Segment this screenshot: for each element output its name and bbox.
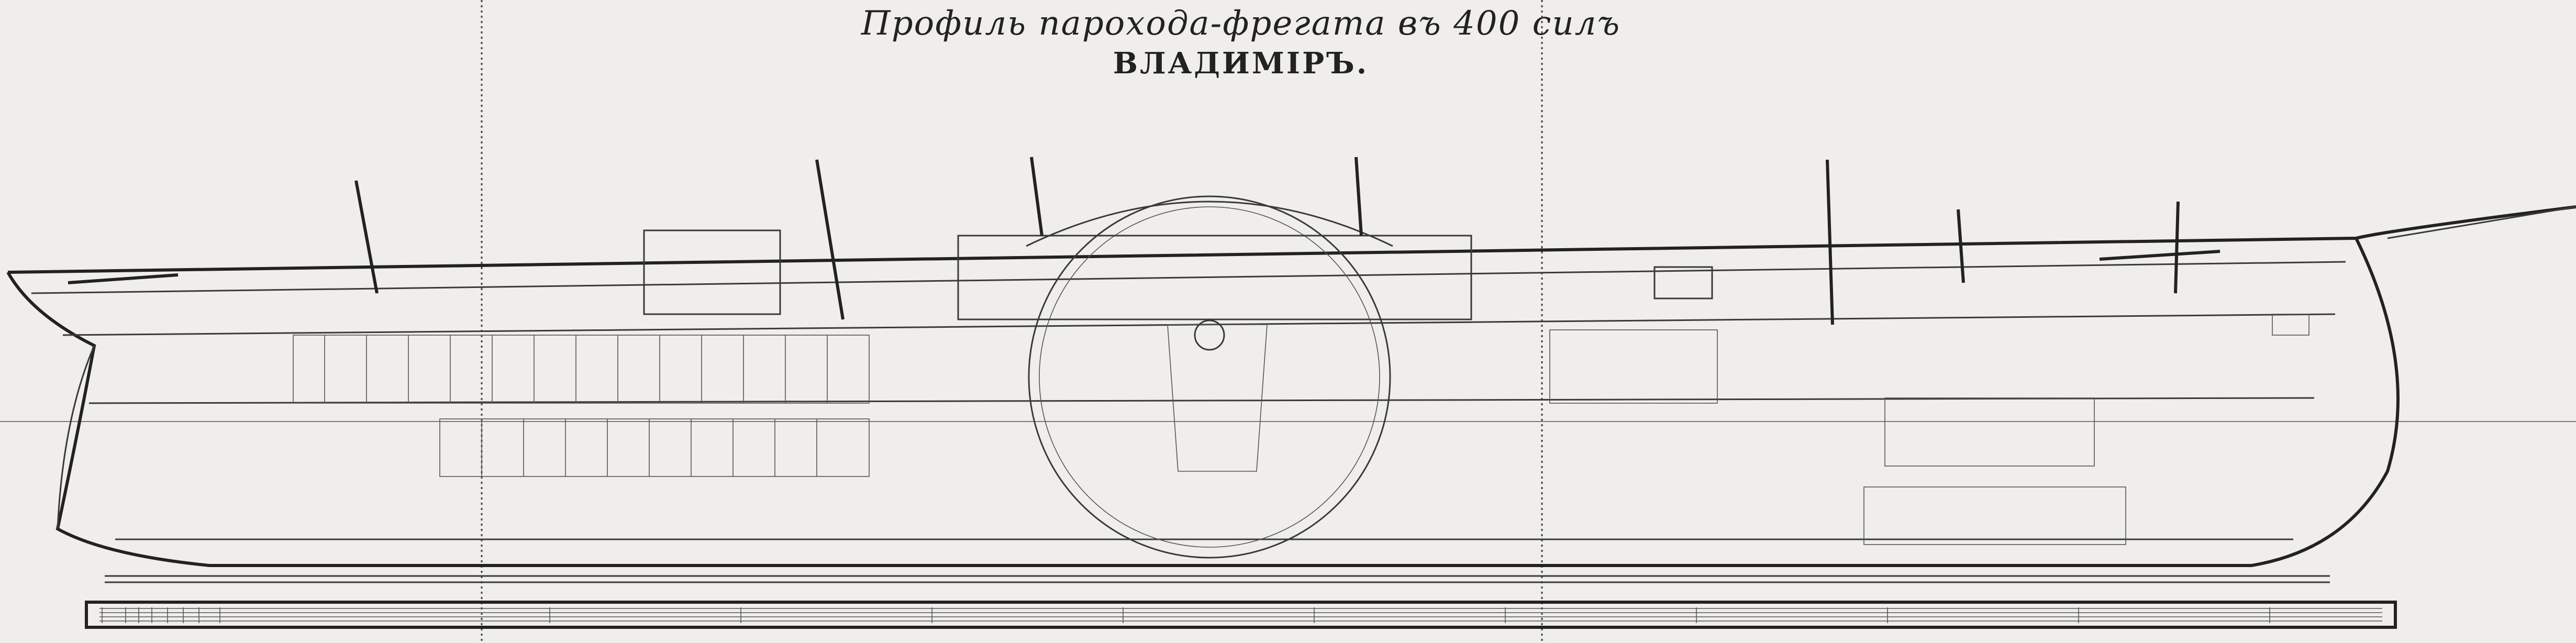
masts-and-funnels [354,157,2576,325]
cannon-fore [2099,250,2220,261]
title-text: Профиль парохода-фрегата въ 400 силъ [861,4,1621,43]
hull-outline [6,205,2576,567]
scale-bar [85,601,2397,629]
paddle-wheel [957,195,1472,559]
rudder [57,345,95,529]
cannon-aft [68,273,179,284]
ship-name: ВЛАДИМIРЪ. [1113,46,1369,81]
keel [105,575,2330,583]
cabin-panels-fore [1549,266,2309,545]
deck-line [31,261,2346,294]
drawing-title: Профиль парохода-фрегата въ 400 силъ ВЛА… [848,4,1634,82]
lower-deck [88,397,2315,404]
cabin-panels-aft [293,229,870,477]
